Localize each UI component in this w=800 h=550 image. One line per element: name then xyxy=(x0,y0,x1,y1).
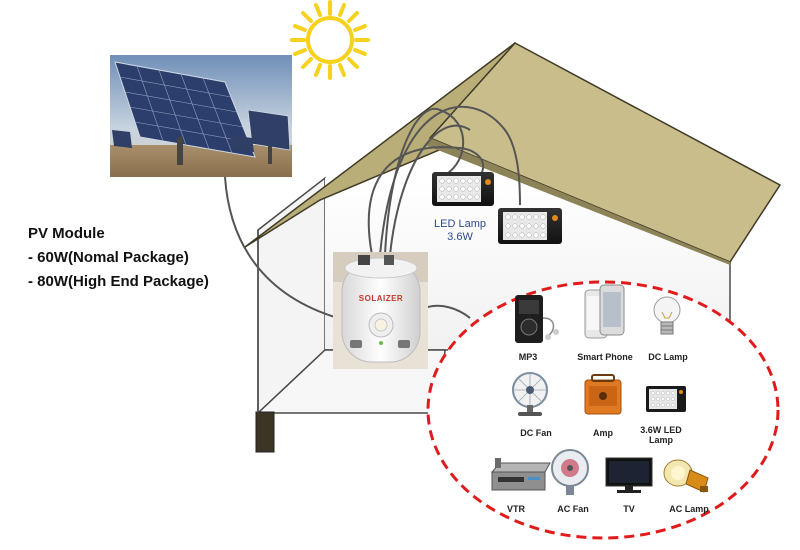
led-lamp-icon xyxy=(498,208,562,244)
led-lamp-power: 3.6W xyxy=(447,231,473,243)
pv-module-description: PV Module - 60W(Nomal Package) - 80W(Hig… xyxy=(28,222,209,294)
desk-fan-icon xyxy=(512,372,548,416)
wall-fan-icon xyxy=(551,449,589,495)
device-label-vtr: VTR xyxy=(507,504,525,514)
device-label-smart-phone: Smart Phone xyxy=(577,352,633,362)
device-label-ac-lamp: AC Lamp xyxy=(669,504,709,514)
amplifier-icon xyxy=(584,374,622,415)
mp3-player-icon xyxy=(515,295,559,343)
led-lamp-label: LED Lamp 3.6W xyxy=(430,218,490,244)
solaizer-battery-unit xyxy=(333,252,428,369)
device-label-amp: Amp xyxy=(593,428,613,438)
device-label-ac-fan: AC Fan xyxy=(557,504,589,514)
sun-icon xyxy=(290,0,370,80)
pv-panel-photo xyxy=(110,55,292,177)
led-lamp-name: LED Lamp xyxy=(434,218,486,230)
device-label-tv: TV xyxy=(623,504,635,514)
device-label-mp3: MP3 xyxy=(518,352,538,362)
smartphone-icon xyxy=(584,284,625,339)
pv-module-title: PV Module xyxy=(28,225,105,242)
pv-module-normal-package: - 60W(Nomal Package) xyxy=(28,249,189,266)
vcr-icon xyxy=(490,458,551,491)
device-label-dc-fan: DC Fan xyxy=(520,428,552,438)
tv-icon xyxy=(605,457,653,493)
pv-module-high-end-package: - 80W(High End Package) xyxy=(28,273,209,290)
cables xyxy=(224,105,521,321)
solaizer-brand-label: SOLAIZER xyxy=(358,294,404,303)
led-lamp-icon xyxy=(432,172,494,206)
lantern-icon xyxy=(663,459,709,493)
device-label-3-6w-led-lamp: 3.6W LED Lamp xyxy=(640,425,682,445)
device-label-dc-lamp: DC Lamp xyxy=(648,352,688,362)
led-lamp-icon xyxy=(646,386,686,412)
roof xyxy=(244,42,782,265)
light-bulb-icon xyxy=(653,296,681,335)
